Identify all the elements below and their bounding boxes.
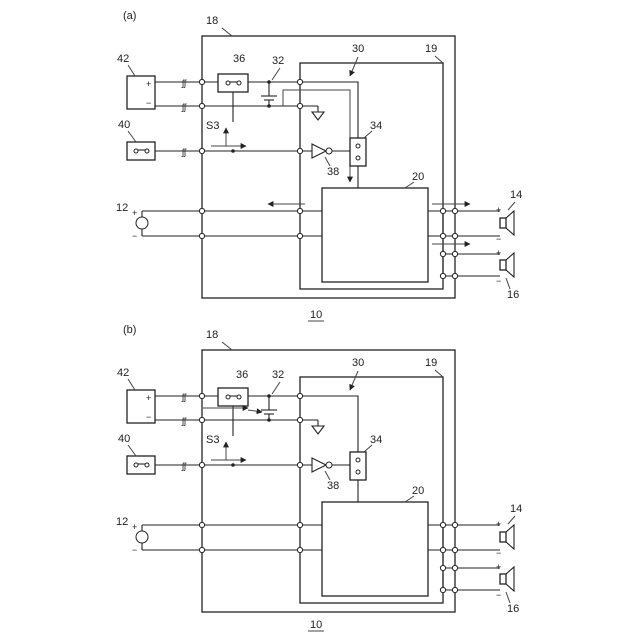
ref-32: 32: [272, 55, 284, 67]
mic-minus: −: [132, 231, 137, 241]
switch-36: [218, 388, 248, 406]
ref-12: 12: [116, 516, 128, 528]
spk16-minus: −: [496, 590, 501, 600]
ref-19: 19: [425, 357, 437, 369]
spk14-plus: +: [496, 205, 501, 215]
spk16-plus: +: [496, 248, 501, 258]
switch-34: [350, 452, 366, 480]
ref-40: 40: [118, 119, 130, 131]
ref-16: 16: [507, 289, 519, 301]
label-s3: S3: [206, 120, 219, 132]
battery-plus: +: [146, 393, 151, 403]
panel-b: (b) 18 19 20 + − 42 ʃʃ ʃʃ 36 32: [116, 324, 522, 615]
block-20: [322, 188, 428, 282]
ref-14: 14: [510, 503, 522, 515]
ref-20: 20: [412, 485, 424, 497]
ref-20: 20: [412, 171, 424, 183]
ref-10-b: 10: [310, 619, 322, 631]
switch-34: [350, 138, 366, 166]
spk14-minus: −: [496, 234, 501, 244]
panel-b-label: (b): [123, 324, 136, 336]
ref-30: 30: [352, 43, 364, 55]
ref-34: 34: [370, 120, 382, 132]
battery-plus: +: [146, 79, 151, 89]
switch-40: [127, 456, 155, 474]
switch-36: [218, 74, 248, 92]
ref-42: 42: [117, 53, 129, 65]
ref-14: 14: [510, 189, 522, 201]
battery-minus: −: [146, 98, 151, 108]
ref-38: 38: [327, 166, 339, 178]
ref-12: 12: [116, 202, 128, 214]
label-s3: S3: [206, 434, 219, 446]
ref-10-a: 10: [310, 309, 322, 321]
ref-38: 38: [327, 480, 339, 492]
block-20: [322, 502, 428, 596]
break-mark: ʃʃ: [181, 147, 187, 157]
ref-42: 42: [117, 367, 129, 379]
mic-minus: −: [132, 545, 137, 555]
ref-18: 18: [206, 15, 218, 27]
ref-30: 30: [352, 357, 364, 369]
spk14-plus: +: [496, 519, 501, 529]
ref-32: 32: [272, 369, 284, 381]
break-mark: ʃʃ: [181, 102, 187, 112]
ref-36: 36: [233, 53, 245, 65]
break-mark: ʃʃ: [181, 78, 187, 88]
mic-plus: +: [132, 208, 137, 218]
spk16-minus: −: [496, 276, 501, 286]
ref-36: 36: [236, 369, 248, 381]
ref-34: 34: [370, 434, 382, 446]
spk16-plus: +: [496, 562, 501, 572]
break-mark: ʃʃ: [181, 416, 187, 426]
ref-16: 16: [507, 603, 519, 615]
ref-18: 18: [206, 329, 218, 341]
panel-a: (a) 18 19 20 + − 42 ʃʃ ʃʃ 36: [116, 10, 522, 301]
ref-40: 40: [118, 433, 130, 445]
ref-19: 19: [425, 43, 437, 55]
break-mark: ʃʃ: [181, 392, 187, 402]
switch-40: [127, 142, 155, 160]
mic-plus: +: [132, 522, 137, 532]
spk14-minus: −: [496, 548, 501, 558]
panel-a-label: (a): [123, 10, 136, 22]
battery-minus: −: [146, 412, 151, 422]
break-mark: ʃʃ: [181, 461, 187, 471]
